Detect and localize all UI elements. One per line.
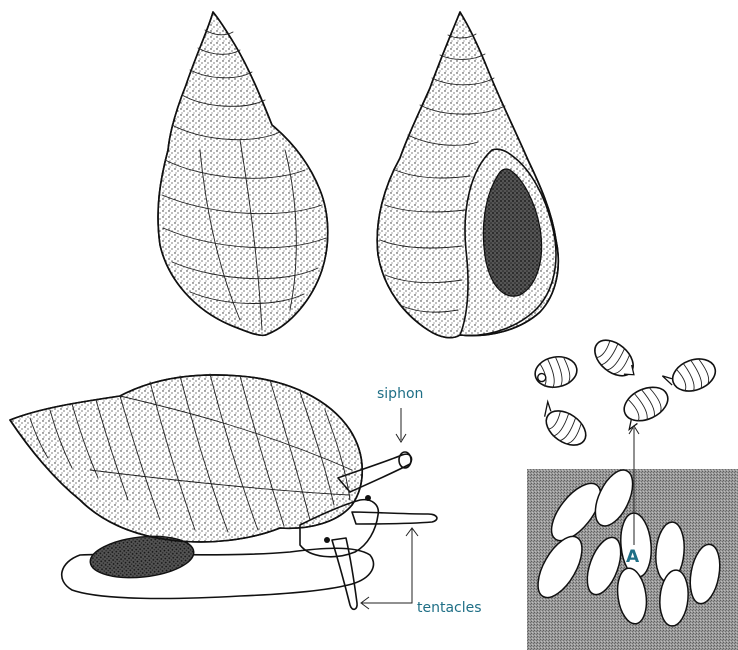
tentacles-callout: tentacles: [361, 528, 482, 616]
shell-aperture-view: [377, 12, 558, 338]
juvenile-snail: [533, 399, 592, 452]
juvenile-snail: [533, 354, 580, 391]
siphon-label: siphon: [377, 386, 423, 402]
shell-back-view: [158, 12, 328, 335]
juvenile-snail: [661, 353, 720, 399]
siphon-callout: siphon: [377, 386, 423, 442]
juvenile-snails: [533, 333, 720, 452]
egg-marker-label: A: [626, 547, 640, 567]
tentacles-label: tentacles: [417, 600, 482, 616]
egg-mass: A: [527, 426, 738, 650]
snail-crawling: [10, 374, 437, 609]
juvenile-snail: [588, 333, 643, 385]
juvenile-snail: [616, 381, 674, 430]
